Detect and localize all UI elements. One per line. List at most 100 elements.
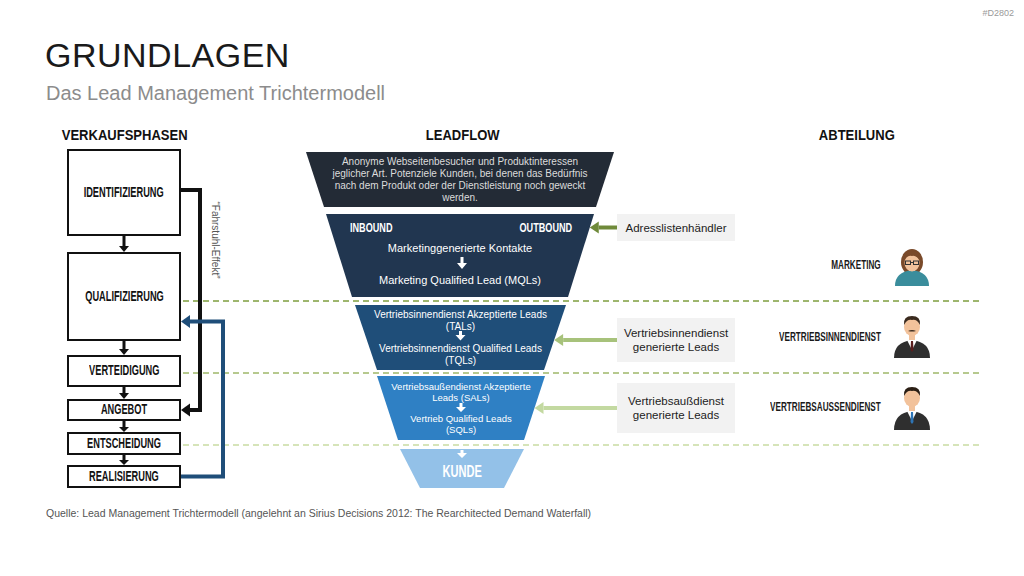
slide-code: #D2802 xyxy=(982,8,1014,18)
column-header: ABTEILUNG xyxy=(819,127,895,143)
phase-box: REALISIERUNG xyxy=(67,465,181,488)
arrow-head xyxy=(119,349,129,355)
text-slot: ENTSCHEIDUNG xyxy=(71,434,177,453)
connector xyxy=(119,421,129,432)
text-slot: #D2802 xyxy=(930,6,1014,20)
arrow-head xyxy=(590,222,599,234)
text-slot: Vertriebsinnendienst Akzeptierte Leads (… xyxy=(371,307,550,334)
connector-line xyxy=(181,190,200,410)
text-slot: “Fahrstuhl-Effekt” xyxy=(209,185,223,295)
arrow-head xyxy=(119,246,129,252)
phase-box: VERTEIDIGUNG xyxy=(67,355,181,387)
funnel-band: Vertriebsinnendienst Akzeptierte Leads (… xyxy=(355,305,566,370)
text-slot: Adresslistenhändler xyxy=(619,214,733,241)
arrow-head xyxy=(119,393,129,399)
text-slot: VERKAUFSPHASEN xyxy=(45,126,205,144)
divider-line xyxy=(183,444,980,446)
arrow-head xyxy=(535,402,544,414)
funnel-band: Anonyme Webseitenbesucher und Produktint… xyxy=(306,152,614,207)
node-text: Vertriebsinnendienst generierte Leads xyxy=(619,326,733,354)
node-text: Adresslistenhändler xyxy=(625,221,726,235)
connector xyxy=(535,402,618,414)
text-slot: QUALIFIZIERUNG xyxy=(71,254,177,339)
text-slot: Marketinggenerierte Kontakte xyxy=(346,240,574,256)
connector xyxy=(119,236,129,252)
node-text: INBOUND xyxy=(350,220,392,235)
arrow-head xyxy=(181,404,190,417)
text-slot: ANGEBOT xyxy=(71,401,177,419)
node-text: Vertriebsaußendienst Akzeptierte Leads (… xyxy=(391,381,531,403)
connector-line xyxy=(563,338,617,342)
funnel-fill xyxy=(400,449,524,488)
node-text: Vertriebsaußdienst generierte Leads xyxy=(619,394,733,422)
page-title: GRUNDLAGEN xyxy=(45,36,290,75)
text-slot: OUTBOUND xyxy=(476,218,572,236)
arrow-head xyxy=(119,460,129,465)
department-label: VERTRIEBSAUSSENDIENST xyxy=(770,400,881,414)
connector-line xyxy=(544,406,618,410)
node-text: Marketinggenerierte Kontakte xyxy=(388,242,532,254)
text-slot: IDENTIFIZIERUNG xyxy=(71,151,177,234)
flow-arrow xyxy=(457,257,467,269)
connector xyxy=(554,334,617,346)
source-box: Vertriebsinnendienst generierte Leads xyxy=(617,318,735,362)
text-slot: LEADFLOW xyxy=(383,126,543,144)
text-slot: REALISIERUNG xyxy=(71,467,177,486)
node-text: Vertriebsinnendienst Akzeptierte Leads (… xyxy=(371,309,550,333)
person-icon xyxy=(894,387,930,430)
department-label: MARKETING xyxy=(832,258,881,272)
arrow-head xyxy=(181,315,190,328)
text-slot: ABTEILUNG xyxy=(777,126,937,144)
funnel-fill xyxy=(306,152,614,207)
divider-line xyxy=(183,372,980,374)
column-header: VERKAUFSPHASEN xyxy=(62,127,188,143)
connector-line xyxy=(181,321,223,476)
flow-arrow xyxy=(457,450,467,458)
source-caption: Quelle: Lead Management Trichtermodell (… xyxy=(46,507,591,519)
source-box: Vertriebsaußdienst generierte Leads xyxy=(617,383,735,433)
text-slot: MARKETING xyxy=(701,257,881,273)
node-text: Vertrieb Qualified Leads (SQLs) xyxy=(397,413,525,435)
funnel-fill xyxy=(326,214,594,297)
text-slot: Vertriebsaußdienst generierte Leads xyxy=(619,383,733,433)
text-slot: VERTEIDIGUNG xyxy=(71,357,177,385)
node-text: QUALIFIZIERUNG xyxy=(85,289,164,304)
connector-line xyxy=(599,226,617,230)
node-text: OUTBOUND xyxy=(519,220,572,235)
phase-box: ANGEBOT xyxy=(67,399,181,421)
funnel-band: INBOUND OUTBOUND Marketinggenerierte Konta… xyxy=(326,214,594,297)
funnel-band: Vertriebsaußendienst Akzeptierte Leads (… xyxy=(377,376,545,440)
text-slot: INBOUND xyxy=(350,218,440,236)
text-slot: Vertriebsinnendienst generierte Leads xyxy=(619,318,733,362)
node-text: VERTEIDIGUNG xyxy=(89,363,159,378)
text-slot: Marketing Qualified Lead (MQLs) xyxy=(346,272,574,288)
phase-box: IDENTIFIZIERUNG xyxy=(67,149,181,236)
text-slot: Vertriebsinnendienst Qualified Leads (TQ… xyxy=(377,341,544,368)
department-label: VERTRIEBSINNENDIENST xyxy=(779,330,881,344)
text-slot: Anonyme Webseitenbesucher und Produktint… xyxy=(328,155,592,205)
node-text: Marketing Qualified Lead (MQLs) xyxy=(379,274,541,286)
connector-line xyxy=(123,236,126,246)
text-slot: KUNDE xyxy=(400,458,524,486)
divider-line xyxy=(183,300,980,302)
text-slot: Vertriebsaußendienst Akzeptierte Leads (… xyxy=(391,379,531,405)
node-text: REALISIERUNG xyxy=(89,469,159,484)
person-icon xyxy=(895,249,929,286)
flow-arrow xyxy=(456,331,466,341)
phase-box: ENTSCHEIDUNG xyxy=(67,432,181,455)
connector-line xyxy=(123,341,126,349)
edge-label: “Fahrstuhl-Effekt” xyxy=(211,201,222,278)
connector xyxy=(590,222,617,234)
person-icon xyxy=(894,316,930,358)
node-text: KUNDE xyxy=(442,462,481,482)
connector xyxy=(119,341,129,355)
connector-line xyxy=(123,387,126,393)
source-box: Adresslistenhändler xyxy=(617,214,735,241)
arrow-head xyxy=(119,427,129,432)
connector xyxy=(119,455,129,465)
funnel-fill xyxy=(377,376,545,440)
node-text: Anonyme Webseitenbesucher und Produktint… xyxy=(328,156,592,204)
text-slot: GRUNDLAGEN xyxy=(45,34,545,76)
